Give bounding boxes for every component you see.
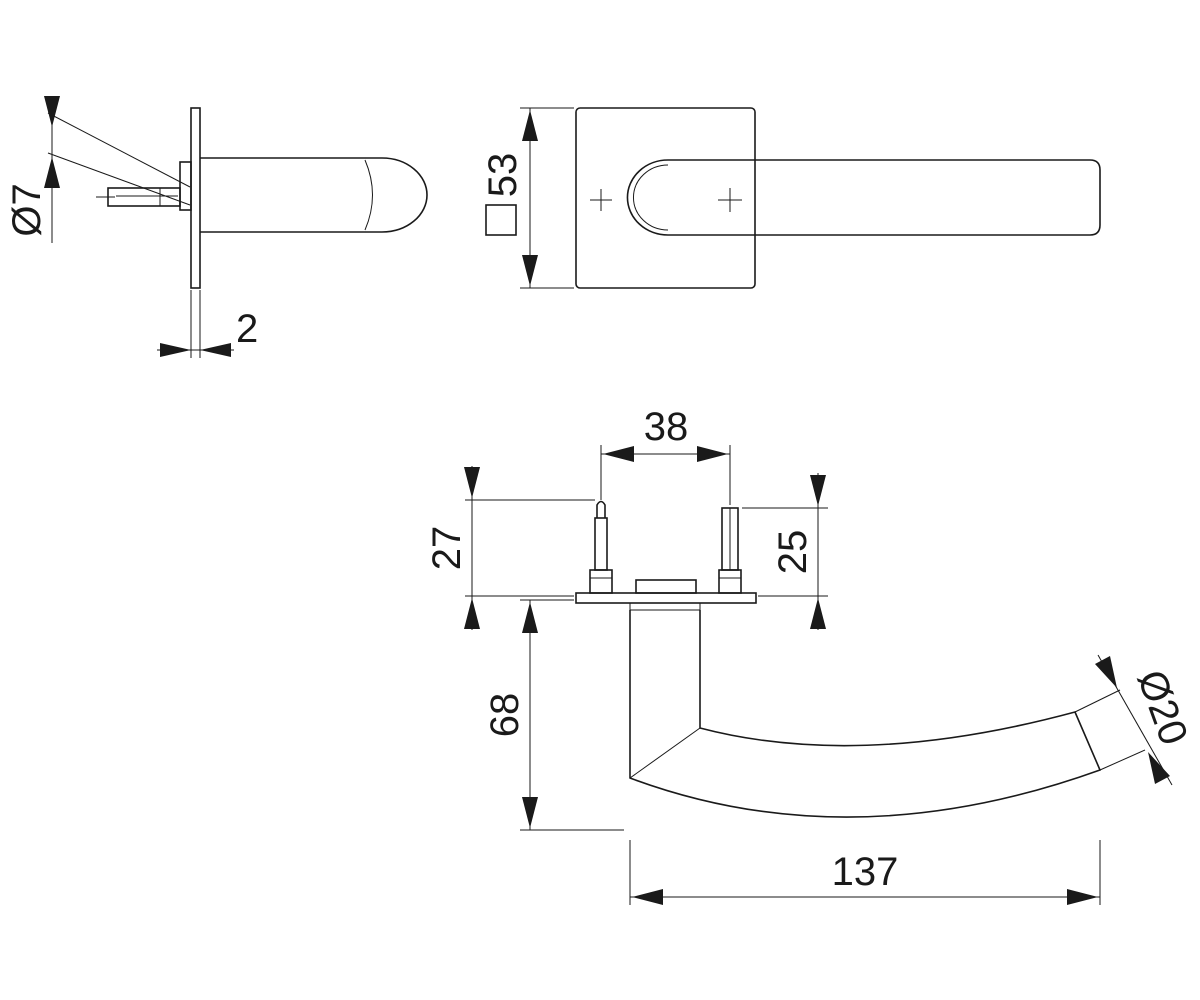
d27-arrow-bottom [464, 598, 480, 629]
side-lever-body [200, 157, 428, 233]
dim-screw-height: 27 [425, 526, 469, 571]
d38-arrow-left [603, 446, 634, 462]
d20-arrow-bottom [1148, 752, 1170, 784]
d20-arrow-top [1095, 656, 1117, 688]
d7-leader-upper [47, 112, 191, 188]
d20-ext-top [1074, 689, 1121, 713]
top-lever-outline [629, 610, 1102, 818]
t2-arrow-left [160, 343, 191, 357]
d137-arrow-right [1067, 889, 1098, 905]
top-lever-bend [629, 727, 701, 779]
front-lever-neck [633, 164, 669, 231]
side-lever-shading [364, 159, 373, 231]
top-lever-end-cap [1074, 711, 1101, 771]
top-screw-left-shaft [594, 517, 608, 571]
sq53-arrow-top [522, 110, 538, 141]
sq53-arrow-bottom [522, 255, 538, 286]
front-lever [626, 159, 1101, 236]
dim-lever-projection: 68 [483, 693, 527, 738]
top-neck-ring [629, 602, 701, 611]
d7-leader-lower [47, 152, 191, 206]
d20-ext-bottom [1099, 749, 1146, 771]
top-center-boss [635, 579, 697, 594]
d68-arrow-top [522, 602, 538, 633]
d7-arrow-bottom [44, 157, 60, 188]
front-view: 53 [481, 107, 1101, 289]
top-screw-left-nut [589, 569, 613, 594]
d25-arrow-top [810, 475, 826, 506]
t2-arrow-right [200, 343, 231, 357]
dim-pin-height: 25 [771, 530, 815, 575]
dim-rose-thickness: 2 [236, 307, 258, 351]
dim-grip-diameter: Ø20 [1129, 665, 1196, 751]
top-view: 38 27 25 68 Ø20 137 [425, 405, 1196, 905]
front-rose [575, 107, 756, 289]
dim-screw-spacing: 38 [644, 405, 689, 449]
d38-arrow-right [697, 446, 728, 462]
d137-arrow-left [632, 889, 663, 905]
d68-arrow-bottom [522, 797, 538, 828]
dim-rose-square: 53 [481, 153, 525, 198]
square-symbol-icon [485, 204, 517, 236]
d27-arrow-top [464, 467, 480, 498]
top-base-plate [575, 592, 757, 604]
top-screw-left-tip [596, 500, 606, 518]
dim-spindle-diameter: Ø7 [5, 183, 49, 236]
dim-lever-length: 137 [832, 850, 899, 894]
side-view: Ø7 2 [5, 96, 428, 358]
d7-arrow-top [44, 96, 60, 127]
side-spindle-collar [179, 161, 192, 211]
top-pin-right-nut [718, 569, 742, 594]
d25-arrow-bottom [810, 598, 826, 629]
side-rose-plate [190, 107, 201, 289]
